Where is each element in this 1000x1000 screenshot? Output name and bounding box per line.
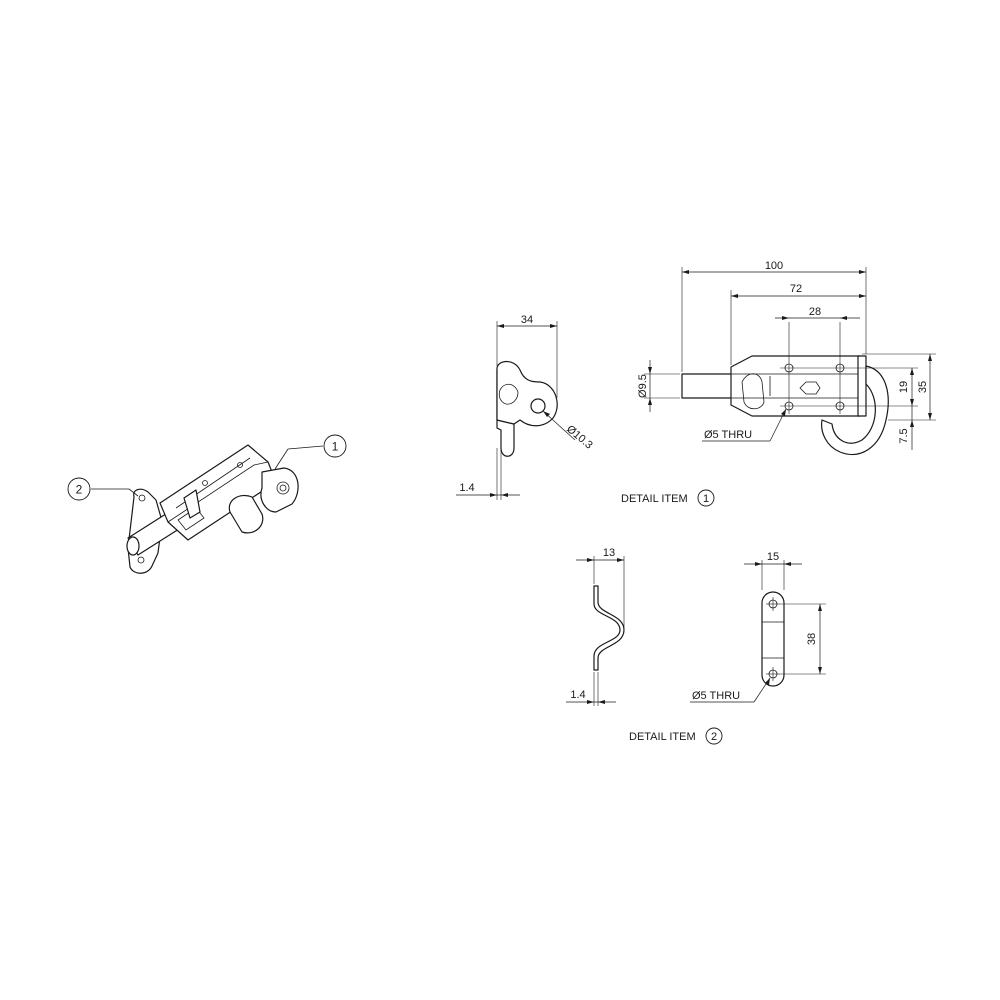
isometric-assembly-view: 1 2	[67, 434, 347, 574]
balloon-1-leader	[274, 448, 289, 470]
caption-1-balloon	[697, 489, 715, 507]
dim-side-width: 34	[521, 314, 533, 326]
iso-handle	[183, 489, 201, 519]
dim-keeper-thickness: 1.4	[570, 689, 585, 701]
caption-2-num: 2	[711, 731, 717, 743]
detail-1-side-view: 34 1.4 Ø10.3	[456, 314, 595, 500]
front-handle	[741, 373, 765, 410]
iso-bracket-hole-inner	[279, 484, 287, 492]
balloon-1-label: 1	[332, 440, 339, 454]
balloon-2-label: 2	[76, 483, 83, 497]
dim-bolt-dia: Ø9.5	[637, 374, 649, 398]
front-hook	[821, 365, 889, 456]
dim-side-thickness: 1.4	[459, 482, 474, 494]
balloon-1-leader-2	[287, 445, 324, 450]
front-hole-callout: Ø5 THRU	[704, 429, 752, 441]
balloon-2	[67, 477, 91, 501]
detail-2-front-view: 15 38 Ø5 THRU	[690, 551, 826, 703]
dim-side-hole-dia: Ø10.3	[564, 423, 595, 451]
dim-keeper-width: 15	[767, 551, 779, 563]
keeper-side-profile	[593, 585, 625, 671]
dim-hole-spacing: 28	[809, 306, 821, 318]
dim-height-35: 35	[917, 381, 929, 393]
iso-keeper-hole-bottom	[137, 556, 145, 564]
side-bolt-profile	[498, 383, 519, 405]
front-end-bracket	[857, 355, 867, 417]
caption-2-balloon	[705, 727, 723, 745]
caption-detail-item-1: DETAIL ITEM 1	[621, 489, 715, 507]
front-slot	[799, 381, 821, 395]
dim-offset-7-5: 7.5	[898, 428, 910, 443]
keeper-hole-callout: Ø5 THRU	[692, 690, 740, 702]
detail-2-side-view: 13 1.4	[566, 547, 625, 706]
front-housing	[730, 355, 861, 417]
front-bolt-shaft	[681, 373, 733, 399]
caption-1-text: DETAIL ITEM	[621, 493, 688, 505]
side-mount-hole	[530, 398, 546, 414]
balloon-1	[323, 434, 347, 458]
iso-end-bracket	[260, 467, 299, 513]
dim-keeper-hole-spacing: 38	[806, 633, 818, 645]
dim-keeper-depth: 13	[603, 547, 615, 559]
iso-housing-hole-2	[237, 462, 243, 468]
iso-bracket-hole	[276, 481, 290, 495]
iso-keeper-hole-top	[138, 494, 146, 502]
dim-overall-length: 100	[765, 260, 783, 272]
side-bracket-outline	[496, 369, 515, 457]
iso-bolt-tip	[126, 536, 140, 556]
keeper-front-plate	[761, 591, 785, 687]
balloon-2-leader-2	[128, 488, 139, 497]
caption-2-text: DETAIL ITEM	[629, 731, 696, 743]
dim-length-72: 72	[790, 283, 802, 295]
iso-hook	[228, 494, 264, 534]
iso-housing-hole-1	[202, 480, 208, 486]
caption-1-num: 1	[703, 493, 709, 505]
detail-1-front-view: 100 72 28 Ø9.5 19 35 7.5	[637, 260, 936, 456]
caption-detail-item-2: DETAIL ITEM 2	[629, 727, 723, 745]
dim-height-19: 19	[898, 381, 910, 393]
